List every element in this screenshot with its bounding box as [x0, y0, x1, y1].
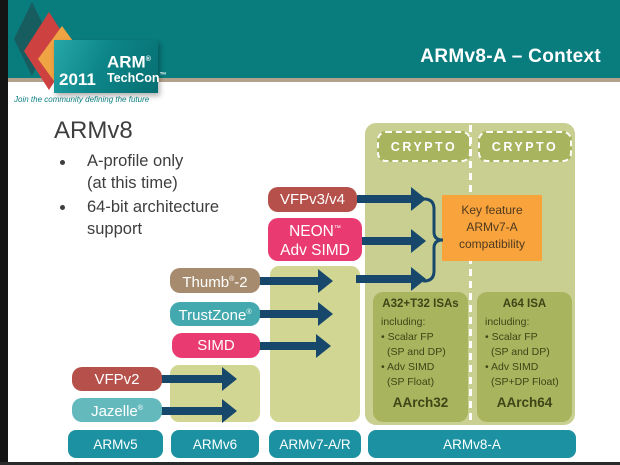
- jazelle-label: Jazelle®: [91, 399, 143, 421]
- trustzone-arrow-icon: [258, 302, 333, 326]
- isa-box-a32: A32+T32 ISAs including: • Scalar FP (SP …: [373, 292, 468, 422]
- vfpv2-label: VFPv2: [94, 370, 140, 388]
- left-edge-strip: [0, 0, 8, 465]
- thumb2-registered: ®: [229, 275, 235, 283]
- trustzone-registered: ®: [246, 309, 252, 316]
- logo-brand: ARM®: [107, 52, 151, 71]
- neon-arrow-icon: [360, 229, 426, 253]
- bullet-dot: [60, 205, 65, 210]
- key-feature-line-2: ARMv7-A: [466, 220, 518, 234]
- armv8-label: ARMv8-A: [443, 436, 501, 452]
- isa-a64-including: including:: [485, 316, 530, 328]
- timeline-armv8: ARMv8-A: [368, 430, 576, 458]
- isa-a64-item1: • Scalar FP: [485, 331, 538, 343]
- logo-year: 2011: [59, 70, 96, 89]
- neon-name: NEON: [289, 223, 334, 241]
- bullet-dot: [60, 160, 65, 165]
- jazelle-registered: ®: [137, 405, 143, 412]
- isa-box-a64: A64 ISA including: • Scalar FP (SP and D…: [477, 292, 572, 422]
- registered-mark: ®: [145, 56, 151, 63]
- logo-brand-text: ARM: [107, 52, 146, 72]
- simd-arrow-icon: [258, 334, 331, 358]
- isa-a32-item1: • Scalar FP: [381, 331, 434, 343]
- pill-thumb2: Thumb®-2: [170, 268, 260, 293]
- bullet-2-line-2: support: [87, 220, 143, 238]
- isa-a64-title: A64 ISA: [502, 298, 547, 310]
- crypto-left-label: CRYPTO: [390, 139, 458, 154]
- bullet-2-line-1: 64-bit architecture: [87, 198, 220, 216]
- armv6-label: ARMv6: [192, 436, 238, 452]
- pill-simd: SIMD: [172, 333, 260, 358]
- key-feature-line-3: compatibility: [458, 237, 526, 251]
- logo-product: TechCon™: [107, 71, 167, 85]
- isa-a32-item1-detail: (SP and DP): [387, 346, 446, 358]
- logo-box: 2011 ARM® TechCon™: [54, 40, 167, 93]
- crypto-box-right: CRYPTO: [478, 131, 572, 162]
- bullet-item-2: 64-bit architecture support: [87, 196, 219, 240]
- bullet-item-1: A-profile only (at this time): [87, 150, 183, 194]
- bullet-1-line-2: (at this time): [87, 174, 178, 192]
- crypto-box-left: CRYPTO: [377, 131, 471, 162]
- crypto-right-label: CRYPTO: [491, 139, 559, 154]
- isa-a32-title: A32+T32 ISAs: [382, 298, 459, 310]
- thumb2-suffix: -2: [234, 273, 248, 291]
- pill-jazelle: Jazelle®: [72, 398, 162, 422]
- thumb2-arrow2-icon: [356, 267, 426, 291]
- neon-label-line1: NEON™: [289, 219, 341, 241]
- logo-tagline: Join the community defining the future: [14, 95, 150, 104]
- isa-a32-including: including:: [381, 316, 426, 328]
- isa-a64-item2: • Adv SIMD: [485, 361, 539, 373]
- pill-vfpv2: VFPv2: [72, 367, 162, 391]
- timeline-armv6: ARMv6: [171, 430, 259, 458]
- armv7-label: ARMv7-A/R: [279, 436, 351, 452]
- pill-neon: NEON™ Adv SIMD: [268, 218, 362, 261]
- isa-a32-footer: AArch32: [392, 395, 449, 410]
- neon-label-line2: Adv SIMD: [280, 242, 350, 260]
- jazelle-arrow-icon: [160, 399, 237, 423]
- trademark-mark: ™: [159, 71, 167, 79]
- bullet-1-line-1: A-profile only: [87, 152, 184, 170]
- thumb2-name: Thumb: [182, 273, 230, 291]
- timeline-armv5: ARMv5: [68, 430, 163, 458]
- timeline-armv7: ARMv7-A/R: [269, 430, 361, 458]
- slide-title: ARMv8-A – Context: [420, 46, 601, 67]
- isa-a64-footer: AArch64: [496, 395, 553, 410]
- pill-vfpv3: VFPv3/v4: [268, 187, 357, 212]
- bottom-edge-strip: [0, 462, 620, 465]
- isa-a64-item1-detail: (SP and DP): [491, 346, 550, 358]
- key-feature-box: Key feature ARMv7-A compatibility: [442, 195, 542, 261]
- key-feature-line-1: Key feature: [461, 203, 523, 217]
- vfpv2-arrow-icon: [160, 367, 237, 391]
- thumb2-arrow-icon: [258, 269, 333, 293]
- vfpv3-arrow-icon: [357, 187, 426, 211]
- thumb2-label: Thumb®-2: [182, 270, 247, 292]
- header-underline: [8, 78, 620, 82]
- isa-a32-item2: • Adv SIMD: [381, 361, 435, 373]
- brace-icon: [422, 197, 444, 283]
- trustzone-name: TrustZone: [178, 307, 247, 324]
- logo-product-text: TechCon: [107, 71, 160, 85]
- simd-label: SIMD: [197, 337, 235, 354]
- isa-a32-item2-detail: (SP Float): [387, 376, 435, 388]
- armv5-label: ARMv5: [93, 436, 138, 452]
- pill-trustzone: TrustZone®: [170, 302, 260, 326]
- jazelle-name: Jazelle: [91, 403, 138, 420]
- armv8-dashed-divider: [469, 125, 472, 420]
- section-heading: ARMv8: [54, 117, 133, 144]
- isa-a64-item2-detail: (SP+DP Float): [491, 376, 559, 388]
- vfpv3-label: VFPv3/v4: [279, 191, 346, 208]
- trustzone-label: TrustZone®: [179, 303, 252, 325]
- neon-trademark: ™: [333, 224, 341, 232]
